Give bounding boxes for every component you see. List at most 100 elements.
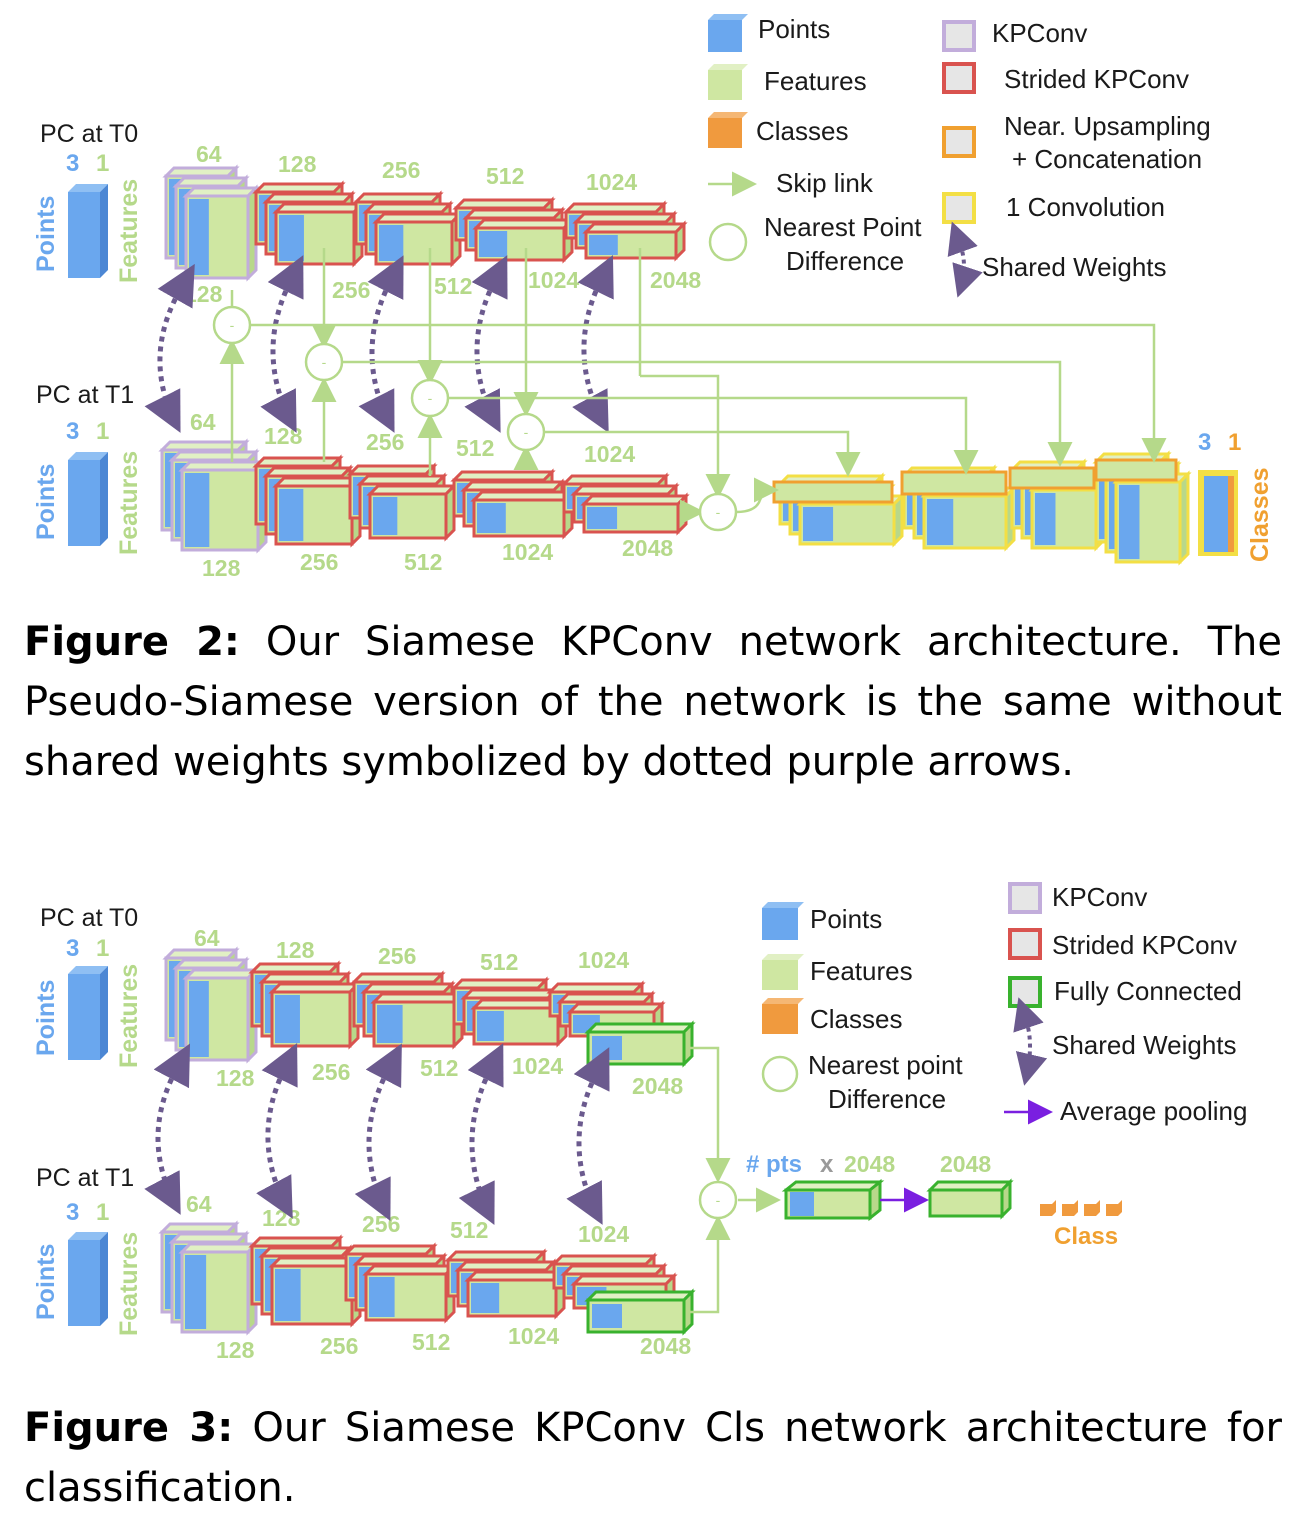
input-points-block-t0 (68, 966, 108, 1060)
upsampling-icon (942, 126, 976, 158)
shared-weights-arrow (566, 1047, 610, 1225)
pc-t1-label: PC at T1 (36, 1164, 134, 1192)
strided-kpconv-block (452, 196, 576, 264)
dim-label: 64 (190, 409, 216, 435)
dim-label: 128 (262, 1205, 301, 1231)
input-dim-points: 3 (66, 935, 79, 962)
dim-label: 1024 (508, 1323, 559, 1349)
legend-skip-link: Skip link (776, 168, 874, 198)
class-label: Class (1054, 1223, 1118, 1250)
points-axis-label: Points (32, 980, 60, 1056)
legend-features-swatch (708, 64, 748, 100)
legend-features: Features (810, 956, 913, 986)
features-axis-label-t1: Features (115, 1232, 143, 1336)
encoder-t1 (158, 438, 690, 554)
pc-t1-label: PC at T1 (36, 381, 134, 409)
encoder-t1 (158, 1220, 696, 1336)
shared-weight-arrows (144, 1043, 610, 1225)
dim-label: 256 (312, 1059, 350, 1085)
difference-node (698, 1180, 738, 1220)
legend-kpconv: KPConv (992, 18, 1087, 48)
strided-kpconv-block (450, 976, 570, 1048)
dim-label: 512 (480, 949, 518, 975)
dim-label: 64 (194, 925, 220, 951)
fully-connected-icon (1008, 976, 1042, 1008)
dim-label: 2048 (622, 535, 673, 561)
shared-weights-icon (947, 221, 983, 298)
dim-label: 1024 (512, 1053, 563, 1079)
nearest-point-icon (761, 1055, 799, 1093)
kpconv-icon (942, 20, 976, 52)
difference-node (304, 342, 344, 382)
points-axis-label-t1: Points (32, 1244, 60, 1320)
legend-nearest-2: Difference (828, 1084, 946, 1114)
figure-2-caption: Figure 2: Our Siamese KPConv network arc… (24, 612, 1282, 792)
dim-label: 512 (420, 1055, 458, 1081)
kpconv-block (162, 164, 260, 282)
figure2-legend: Points Features Classes Skip link Neares… (708, 14, 1211, 298)
dim-label: 128 (264, 423, 303, 449)
svg-text:-: - (524, 424, 529, 440)
caption-label: Figure 2: (24, 619, 240, 665)
fully-connected-block (584, 1020, 696, 1068)
legend-points: Points (810, 904, 882, 934)
dim-label: 512 (434, 273, 472, 299)
strided-kpconv-block (248, 960, 362, 1050)
legend-classes-swatch (708, 112, 748, 148)
output-dim-points: 3 (1198, 429, 1211, 456)
dim-label: 1024 (578, 947, 629, 973)
legend-kpconv: KPConv (1052, 882, 1147, 912)
legend-upsample-1: Near. Upsampling (1004, 111, 1211, 141)
input-points-block-t1 (68, 452, 108, 546)
caption-text: Our Siamese KPConv Cls network architect… (24, 1405, 1282, 1511)
upsampling-outline (1094, 458, 1178, 482)
legend-points-swatch (708, 14, 748, 52)
dim-label: 128 (216, 1065, 255, 1091)
shared-weight-arrows (144, 254, 614, 433)
dim-label: 1024 (584, 441, 635, 467)
features-axis-label-t1: Features (115, 451, 143, 555)
strided-kpconv-block (248, 1234, 364, 1328)
dim-label: 256 (366, 429, 404, 455)
shared-weights-arrow (458, 1043, 504, 1225)
legend-avgpool: Average pooling (1060, 1096, 1247, 1126)
dim-label: 256 (332, 277, 370, 303)
legend-shared: Shared Weights (982, 252, 1167, 282)
strided-kpconv-icon (1008, 928, 1042, 960)
dim-label: 512 (412, 1329, 450, 1355)
svg-text:-: - (230, 317, 235, 333)
shared-weights-arrow (572, 254, 614, 433)
strided-kpconv-block (444, 1248, 568, 1320)
strided-kpconv-block (342, 1242, 458, 1324)
strided-kpconv-block (560, 472, 690, 536)
legend-points: Points (758, 14, 830, 44)
strided-kpconv-block (346, 462, 458, 542)
encoder-t0 (162, 946, 696, 1068)
input-dim-features: 1 (96, 150, 109, 177)
shared-weights-arrow (358, 255, 404, 433)
pc-t0-label: PC at T0 (40, 904, 138, 932)
strided-kpconv-block (352, 190, 464, 268)
dim-label: 512 (486, 163, 524, 189)
shared-weights-arrow (260, 255, 304, 433)
legend-strided: Strided KPConv (1052, 930, 1237, 960)
strided-kpconv-block (350, 970, 466, 1050)
dim-label: 2048 (632, 1073, 683, 1099)
dim-label: 128 (202, 555, 241, 581)
figure-3-caption: Figure 3: Our Siamese KPConv Cls network… (24, 1398, 1282, 1518)
pts-dim: 2048 (844, 1151, 895, 1177)
strided-kpconv-block (562, 200, 688, 262)
difference-node (410, 378, 450, 418)
upsampling-outline (1008, 466, 1096, 490)
difference-node (506, 412, 546, 452)
legend-classes: Classes (810, 1004, 902, 1034)
dim-label: 64 (186, 1191, 212, 1217)
upsampling-outline (900, 470, 1008, 496)
legend-upsample-2: + Concatenation (1012, 144, 1202, 174)
dim-label: 512 (404, 549, 442, 575)
fully-connected-block (584, 1288, 696, 1336)
dim-label: 256 (378, 943, 416, 969)
fc-block-pooled (926, 1178, 1014, 1220)
dim-label: 128 (278, 151, 317, 177)
legend-features-swatch (762, 954, 804, 990)
